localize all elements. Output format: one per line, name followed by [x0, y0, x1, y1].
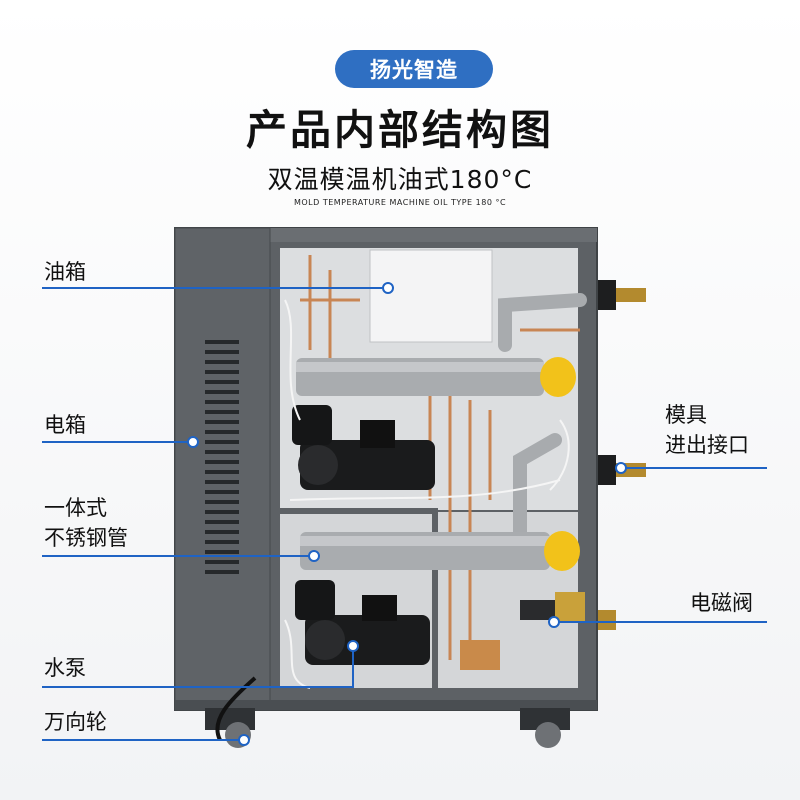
callout-electric-box-label: 电箱 [44, 413, 86, 437]
callout-mold-port-dot [615, 462, 627, 474]
callout-mold-port-label-2: 进出接口 [665, 433, 749, 457]
callout-mold-port-label-1: 模具 [665, 403, 707, 427]
callout-oil-tank-dot [382, 282, 394, 294]
electric-box-panel [174, 227, 271, 711]
upper-water-pump [292, 405, 435, 490]
callout-solenoid-valve-dot [548, 616, 560, 628]
callout-electric-box-dot [187, 436, 199, 448]
callout-steel-pipe-label-1: 一体式 [44, 496, 107, 520]
callout-caster-dot [238, 734, 250, 746]
callout-solenoid-valve-line [555, 621, 767, 623]
header-brand-pill: 扬光智造 [335, 50, 493, 88]
callout-caster-label: 万向轮 [44, 710, 107, 734]
mold-ports [598, 280, 646, 630]
callout-mold-port-line [622, 467, 767, 469]
callout-electric-box-line [42, 441, 188, 443]
page-subtitle-english: MOLD TEMPERATURE MACHINE OIL TYPE 180 °C [293, 198, 507, 207]
callout-water-pump-riser [352, 648, 354, 688]
callout-water-pump-label: 水泵 [44, 656, 86, 680]
page-subtitle: 双温模温机油式180°C [267, 165, 533, 194]
vent-slots [205, 340, 239, 574]
callout-water-pump-line [42, 686, 354, 688]
callout-steel-pipe-label-2: 不锈钢管 [44, 526, 128, 550]
oil-tank [369, 249, 493, 343]
callout-water-pump-dot [347, 640, 359, 652]
callout-caster-line [42, 739, 240, 741]
caster-wheels [205, 708, 570, 748]
callout-steel-pipe-dot [308, 550, 320, 562]
callout-oil-tank-line [42, 287, 382, 289]
callout-solenoid-valve-label: 电磁阀 [690, 591, 753, 615]
page-title: 产品内部结构图 [246, 106, 554, 154]
callout-oil-tank-label: 油箱 [44, 260, 86, 284]
callout-steel-pipe-line [42, 555, 310, 557]
lower-water-pump [295, 580, 430, 665]
solenoid-valve [460, 592, 585, 670]
